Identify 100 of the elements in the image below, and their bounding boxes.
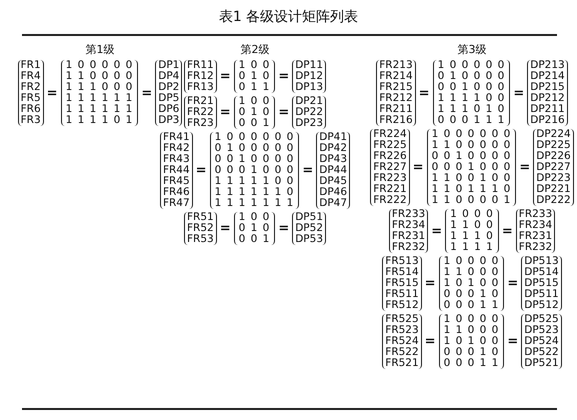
matrix-row: 1 1 0 1 1 1 0 [432, 184, 512, 195]
vector-entry: DP11 [295, 60, 323, 71]
matrix-row: 1 1 0 0 1 0 0 [432, 173, 512, 184]
vector-entry: FR521 [385, 358, 419, 369]
vector-entry: FR232 [392, 242, 426, 253]
vector-entry: FR226 [373, 151, 407, 162]
vector-entry: DP46 [319, 187, 348, 198]
equals-sign: = [424, 276, 436, 291]
vector-entry: FR46 [162, 187, 190, 198]
matrix-row: 0 1 0 0 0 0 0 [214, 143, 294, 154]
equals-sign: = [141, 86, 152, 100]
column-heading: 第2级 [240, 42, 270, 57]
equals-sign: = [278, 69, 290, 84]
equals-sign: = [424, 334, 436, 349]
vector-entry: DP23 [295, 118, 323, 129]
matrix-row: 1 0 0 [238, 96, 270, 107]
vector-entry: FR233 [518, 209, 552, 220]
vector-entry: DP44 [319, 165, 348, 176]
vector-entry: FR214 [379, 71, 413, 82]
vector-entry: DP213 [530, 60, 565, 71]
matrix-row: 1 1 1 1 1 1 [66, 104, 134, 115]
vector-entry: DP4 [158, 71, 180, 82]
vector-entry: DP223 [536, 173, 571, 184]
vector-entry: FR21 [186, 96, 214, 107]
matrix-row: 0 0 0 1 1 [444, 358, 500, 369]
matrix-row: 0 0 0 1 0 [444, 289, 500, 300]
matrix-row: 1 1 0 0 0 0 [66, 71, 134, 82]
vector-entry: FR51 [186, 212, 214, 223]
vector-entry: DP521 [524, 358, 559, 369]
matrix-row: 1 0 0 0 [450, 209, 494, 220]
vector-entry: FR12 [186, 71, 214, 82]
vector-entry: FR221 [373, 184, 407, 195]
vector-entry: DP225 [536, 140, 571, 151]
matrix-row: 1 0 0 0 0 0 0 [214, 132, 294, 143]
equals-sign: = [513, 86, 524, 100]
vector-entry: FR512 [385, 300, 419, 311]
vector-entry: FR212 [379, 93, 413, 104]
vector-entry: FR234 [518, 220, 552, 231]
vector-entry: FR215 [379, 82, 413, 93]
vector-entry: FR225 [373, 140, 407, 151]
vector-entry: FR52 [186, 223, 214, 234]
matrix-row: 1 0 0 0 0 [444, 314, 500, 325]
vector-entry: FR211 [379, 104, 413, 115]
vector-entry: DP43 [319, 154, 348, 165]
equals-sign: = [278, 105, 290, 120]
equals-sign: = [46, 86, 58, 100]
equals-sign: = [412, 160, 424, 175]
vector-entry: FR227 [373, 162, 407, 173]
vector-entry: FR223 [373, 173, 407, 184]
matrix-row: 1 0 0 [238, 212, 270, 223]
vector-entry: DP514 [524, 267, 559, 278]
vector-entry: FR523 [385, 325, 419, 336]
equals-sign: = [431, 224, 442, 238]
equals-sign: = [502, 224, 513, 238]
vector-entry: DP212 [530, 93, 565, 104]
matrix-row: 1 0 0 0 0 0 0 [432, 129, 512, 140]
vector-entry: FR231 [392, 231, 426, 242]
vector-entry: FR45 [162, 176, 190, 187]
vector-entry: FR42 [162, 143, 190, 154]
vector-entry: FR41 [162, 132, 190, 143]
matrix-row: 0 0 0 1 0 0 0 [214, 165, 294, 176]
matrix-row: 0 1 0 [238, 223, 270, 234]
vector-entry: DP515 [524, 278, 559, 289]
vector-entry: DP52 [295, 223, 323, 234]
vector-entry: DP12 [295, 71, 323, 82]
matrix-row: 1 0 0 [238, 60, 270, 71]
vector-entry: DP525 [524, 314, 559, 325]
column-heading: 第3级 [458, 42, 486, 57]
matrix-row: 1 1 1 1 0 0 [438, 93, 506, 104]
matrix-row: 1 0 1 0 0 [444, 278, 500, 289]
vector-entry: DP227 [536, 162, 571, 173]
matrix-row: 1 1 0 0 [450, 220, 494, 231]
matrix-row: 0 0 1 [238, 118, 270, 129]
vector-entry: DP224 [536, 129, 571, 140]
matrix-row: 1 0 0 0 0 [444, 256, 500, 267]
matrix-row: 0 1 0 [238, 107, 270, 118]
matrix-row: 1 1 1 1 [450, 242, 494, 253]
matrix-row: 1 1 1 0 1 0 [438, 104, 506, 115]
equals-sign: = [220, 221, 231, 236]
matrix-row: 1 1 0 0 0 0 0 [432, 140, 512, 151]
vector-entry: FR216 [379, 115, 413, 126]
vector-entry: DP2 [158, 82, 180, 93]
matrix-row: 0 1 0 [238, 71, 270, 82]
vector-entry: DP211 [530, 104, 565, 115]
vector-entry: DP216 [530, 115, 565, 126]
matrix-row: 1 1 0 0 0 [444, 325, 500, 336]
vector-entry: FR522 [385, 347, 419, 358]
vector-entry: DP21 [295, 96, 323, 107]
equals-sign: = [302, 163, 314, 178]
vector-entry: FR43 [162, 154, 190, 165]
vector-entry: DP511 [524, 289, 559, 300]
vector-entry: FR5 [20, 93, 41, 104]
equals-sign: = [278, 221, 290, 236]
vector-entry: FR515 [385, 278, 419, 289]
vector-entry: DP22 [295, 107, 323, 118]
matrix-row: 1 1 1 0 [450, 231, 494, 242]
vector-entry: FR233 [392, 209, 426, 220]
vector-entry: DP5 [158, 93, 180, 104]
matrix-row: 1 1 1 1 1 1 1 [214, 198, 294, 209]
matrix-row: 0 0 0 1 0 0 0 [432, 162, 512, 173]
